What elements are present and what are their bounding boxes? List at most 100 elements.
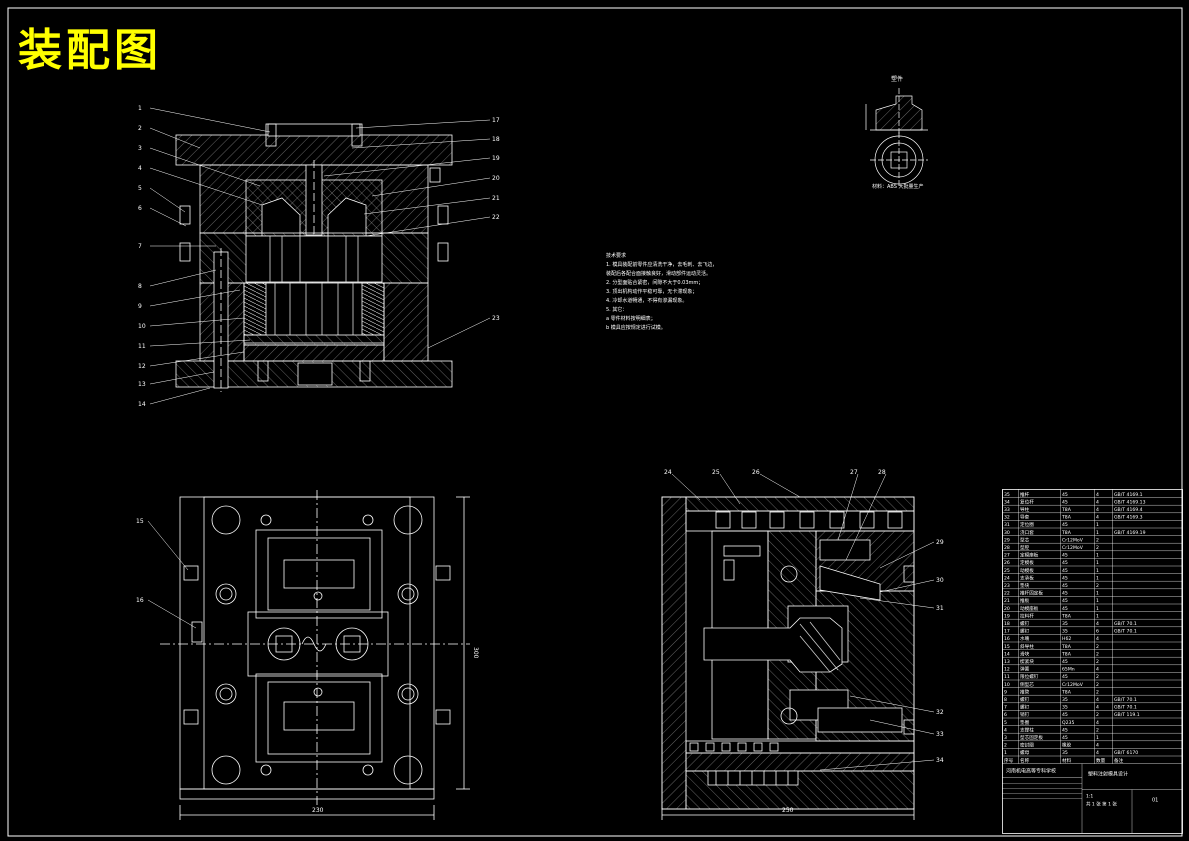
bom-cell: 2 (1004, 743, 1007, 749)
bom-cell: 5 (1004, 720, 1007, 726)
callout-number: 23 (492, 315, 500, 322)
bom-cell: 螺钉 (1020, 696, 1030, 703)
callout-leader (719, 473, 741, 505)
callout-leader (759, 473, 801, 498)
bom-cell: 复位杆 (1020, 498, 1034, 505)
bom-cell: 45 (1062, 712, 1068, 718)
bom-cell: GB/T 4169.1 (1114, 492, 1143, 498)
bom-cell: GB/T 70.1 (1114, 629, 1137, 635)
bom-cell: 4 (1004, 727, 1007, 733)
callout-number: 18 (492, 136, 500, 143)
bom-cell: GB/T 6170 (1114, 750, 1138, 756)
bom-cell: 推管 (1020, 688, 1030, 695)
callout-number: 20 (492, 175, 500, 182)
bom-cell: 材料 (1062, 757, 1072, 764)
bom-cell: 35 (1062, 705, 1068, 711)
bom-cell: 2 (1096, 537, 1099, 543)
callout-leader (355, 119, 491, 129)
bom-cell: 6 (1004, 712, 1007, 718)
bom-cell: T8A (1061, 530, 1072, 536)
callout-number: 21 (492, 195, 500, 202)
bom-cell: 1 (1096, 553, 1099, 559)
bom-cell: 45 (1062, 598, 1068, 604)
bom-cell: 斜导柱 (1020, 643, 1034, 650)
bom-cell: Q235 (1062, 720, 1074, 726)
bom-cell: GB/T 119.1 (1114, 712, 1140, 718)
callout-leader (149, 207, 187, 227)
bom-cell: 25 (1004, 568, 1010, 574)
callout-leader (869, 719, 935, 735)
callout-leader (371, 177, 491, 197)
bom-cell: 23 (1004, 583, 1010, 589)
bom-cell: 数量 (1096, 757, 1106, 764)
bom-cell: 1 (1004, 750, 1007, 756)
callout-number: 5 (138, 185, 142, 192)
bom-cell: Cr12MoV (1062, 537, 1084, 543)
bom-cell: 型芯 (1020, 536, 1030, 543)
bom-cell: 浇口套 (1020, 529, 1034, 536)
bom-cell: 1 (1096, 591, 1099, 597)
bom-cell: 8 (1004, 697, 1007, 703)
plan-callout-leaders (147, 520, 197, 629)
callout-leader (845, 473, 887, 561)
callout-number: 34 (936, 757, 944, 764)
title-block-project: 塑料注射模具设计 (1088, 771, 1128, 778)
callout-number: 3 (138, 145, 142, 152)
bom-cell: 30 (1004, 530, 1010, 536)
callout-leader (149, 187, 186, 213)
callout-number: 4 (138, 165, 142, 172)
title-block-school: 河南机电高等专科学校 (1006, 768, 1056, 775)
bom-cell: 橡胶 (1062, 742, 1072, 749)
bom-cell: Cr12MoV (1062, 682, 1084, 688)
part-detail-label: 塑件 (891, 76, 904, 83)
plan-width-dim: 230 (312, 807, 324, 814)
bom-cell: 9 (1004, 689, 1007, 695)
callout-number: 19 (492, 155, 500, 162)
callout-leader (149, 269, 217, 287)
bom-cell: 2 (1096, 651, 1099, 657)
bom-cell: 水嘴 (1020, 635, 1030, 642)
callout-number: 15 (136, 518, 144, 525)
bom-cell: 33 (1004, 507, 1010, 513)
bom-cell: 2 (1096, 545, 1099, 551)
callout-leader (149, 371, 215, 385)
callout-number: 8 (138, 283, 142, 290)
bom-cell: 推板 (1020, 597, 1030, 604)
bom-cell: 推杆 (1020, 491, 1030, 498)
bom-cell: 垫块 (1020, 582, 1030, 589)
title-block-drawing-no: 01 (1152, 798, 1158, 804)
callout-number: 33 (936, 731, 944, 738)
callout-leader (149, 147, 261, 187)
bom-cell: 45 (1062, 568, 1068, 574)
bom-cell: 垫圈 (1020, 719, 1030, 726)
bom-cell: 2 (1096, 674, 1099, 680)
bom-cell: GB/T 4169.13 (1114, 499, 1146, 505)
bom-cell: 2 (1096, 682, 1099, 688)
bom-cell: 1 (1096, 522, 1099, 528)
bom-cell: 35 (1062, 750, 1068, 756)
bom-cell: 动模板 (1020, 567, 1034, 574)
bom-cell: T8A (1061, 515, 1072, 521)
bom-cell: GB/T 70.1 (1114, 621, 1137, 627)
callout-leader (849, 695, 935, 713)
bom-cell: 3 (1004, 735, 1007, 741)
callout-number: 7 (138, 243, 142, 250)
bom-cell: 侧型芯 (1020, 681, 1034, 688)
bom-cell: 27 (1004, 553, 1010, 559)
bom-cell: GB/T 4169.4 (1114, 507, 1143, 513)
callout-number: 25 (712, 469, 720, 476)
callout-leader (879, 579, 935, 593)
bom-cell: 推杆固定板 (1020, 590, 1043, 597)
callout-number: 26 (752, 469, 760, 476)
bom-cell: 34 (1004, 499, 1010, 505)
front-section-view (175, 123, 453, 392)
bom-cell: 45 (1062, 499, 1068, 505)
bom-cell: 20 (1004, 606, 1010, 612)
callout-number: 17 (492, 117, 500, 124)
bom-cell: 31 (1004, 522, 1010, 528)
bom-cell: 35 (1062, 629, 1068, 635)
